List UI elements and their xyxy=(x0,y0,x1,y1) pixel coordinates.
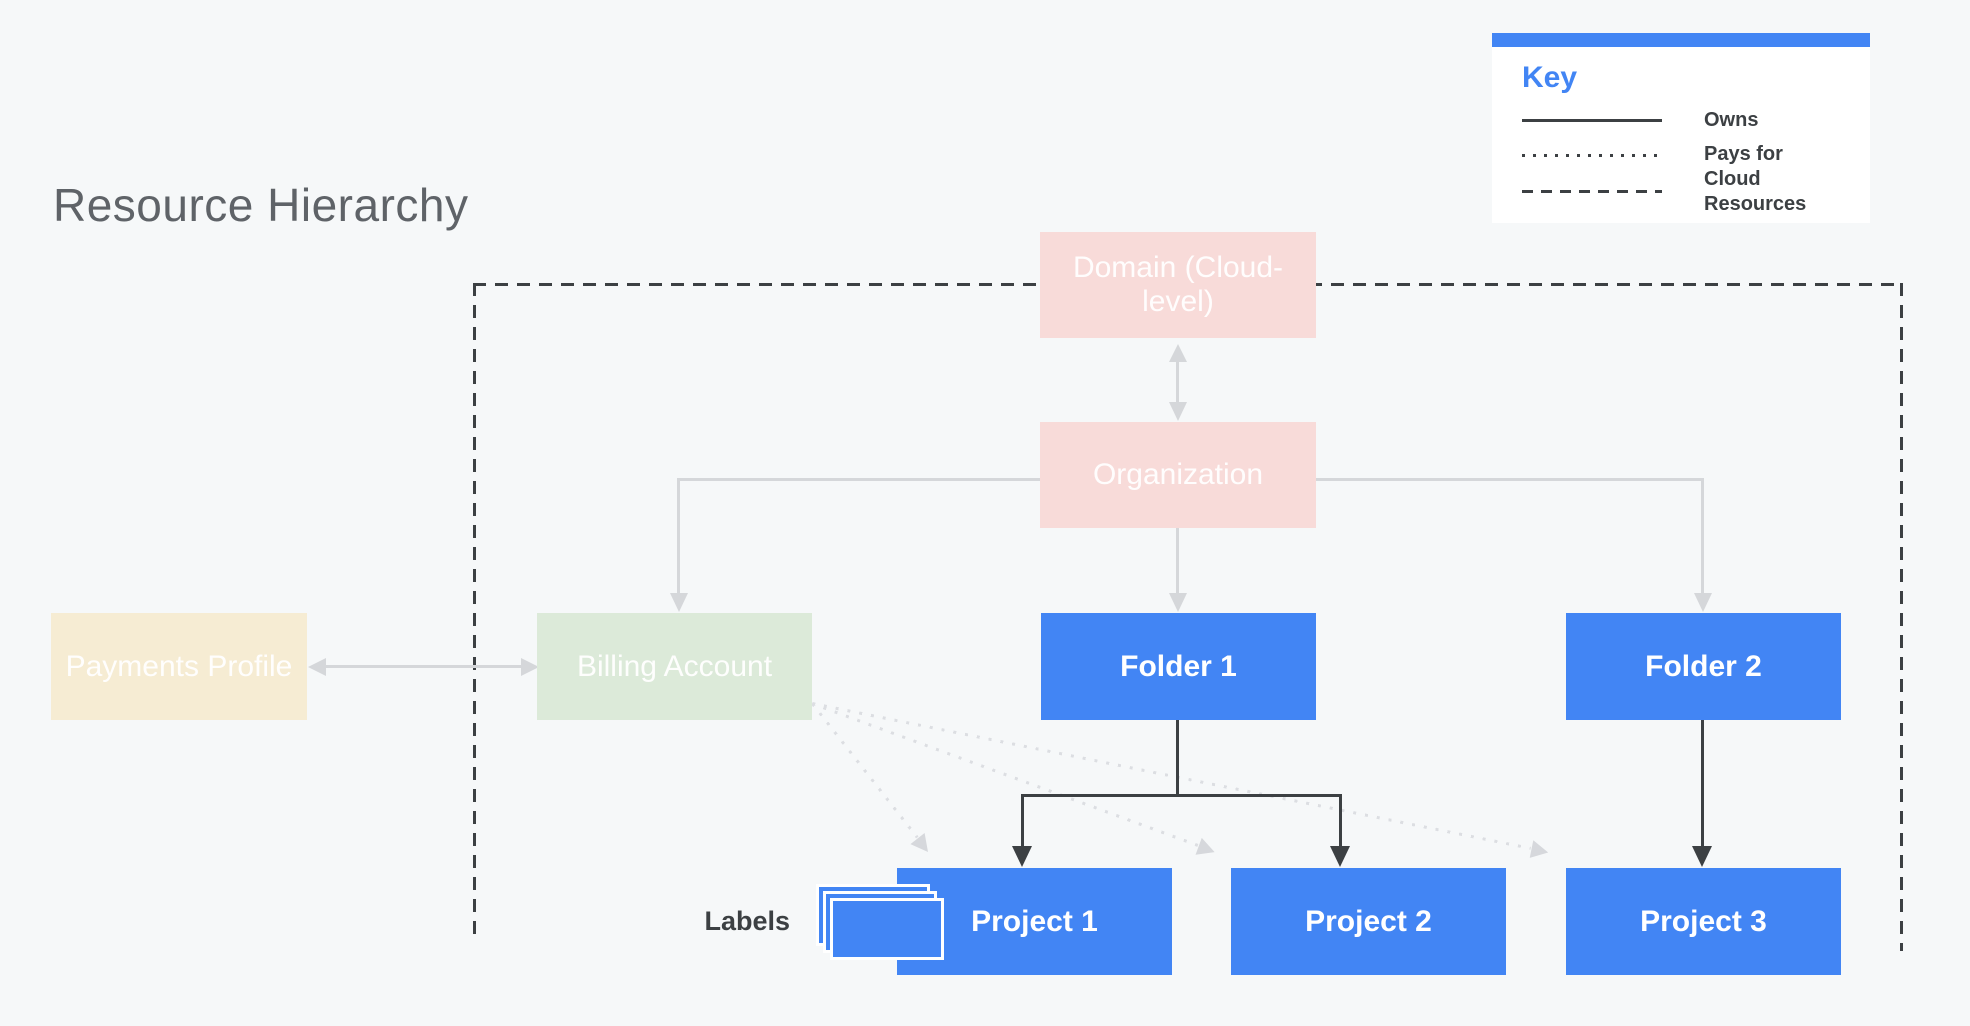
arrowhead-down-icon xyxy=(1169,593,1187,612)
key-item-owns-label: Owns xyxy=(1704,109,1759,131)
node-project-3: Project 3 xyxy=(1566,868,1841,975)
key-title: Key xyxy=(1522,61,1578,94)
edge-organization-billing-v xyxy=(677,478,680,594)
cloud-boundary-left-edge xyxy=(473,283,476,940)
dotted-arrowhead-icon xyxy=(1529,840,1550,862)
edge-folder1-stem xyxy=(1176,720,1179,797)
edge-domain-organization xyxy=(1176,360,1179,405)
edge-folder1-project2 xyxy=(1339,794,1342,847)
arrowhead-down-icon xyxy=(1694,593,1712,612)
key-item-pays-for-label: Pays for xyxy=(1704,143,1783,165)
edge-organization-folder1 xyxy=(1176,528,1179,594)
arrowhead-down-icon xyxy=(1330,846,1350,867)
edge-organization-billing-h xyxy=(677,478,1041,481)
node-billing-account: Billing Account xyxy=(537,613,812,720)
node-organization: Organization xyxy=(1040,422,1316,528)
arrowhead-down-icon xyxy=(1692,846,1712,867)
node-payments-profile: Payments Profile xyxy=(51,613,307,720)
dotted-line xyxy=(811,702,1531,850)
node-folder-1: Folder 1 xyxy=(1041,613,1316,720)
arrowhead-down-icon xyxy=(1169,402,1187,421)
arrowhead-left-icon xyxy=(308,658,326,676)
node-domain: Domain (Cloud-level) xyxy=(1040,232,1316,338)
key-item-cloud-resources-label: Cloud Resources xyxy=(1704,168,1807,215)
labels-caption: Labels xyxy=(704,906,790,936)
edge-billing-pays-project3 xyxy=(811,702,1550,862)
key-panel: Key Owns Pays for Cloud Resources xyxy=(1492,33,1870,223)
edge-folder2-project3 xyxy=(1701,720,1704,847)
arrowhead-right-icon xyxy=(521,658,539,676)
key-dashed-line-sample xyxy=(1522,190,1662,193)
dotted-arrowhead-icon xyxy=(1195,837,1218,861)
label-card-front xyxy=(830,898,944,960)
arrowhead-up-icon xyxy=(1169,344,1187,362)
edge-organization-folder2-h xyxy=(1316,478,1704,481)
cloud-boundary-right-edge xyxy=(1900,283,1903,951)
edge-organization-folder2-v xyxy=(1701,478,1704,594)
edge-payments-billing xyxy=(322,665,524,668)
arrowhead-down-icon xyxy=(670,593,688,612)
page-title: Resource Hierarchy xyxy=(53,179,469,231)
edge-folder1-branch xyxy=(1021,794,1342,797)
key-solid-line-sample xyxy=(1522,119,1662,122)
node-folder-2: Folder 2 xyxy=(1566,613,1841,720)
node-project-2: Project 2 xyxy=(1231,868,1506,975)
arrowhead-down-icon xyxy=(1012,846,1032,867)
key-dotted-line-sample xyxy=(1522,154,1662,157)
edge-folder1-project1 xyxy=(1021,794,1024,847)
key-panel-accent-bar xyxy=(1492,33,1870,47)
